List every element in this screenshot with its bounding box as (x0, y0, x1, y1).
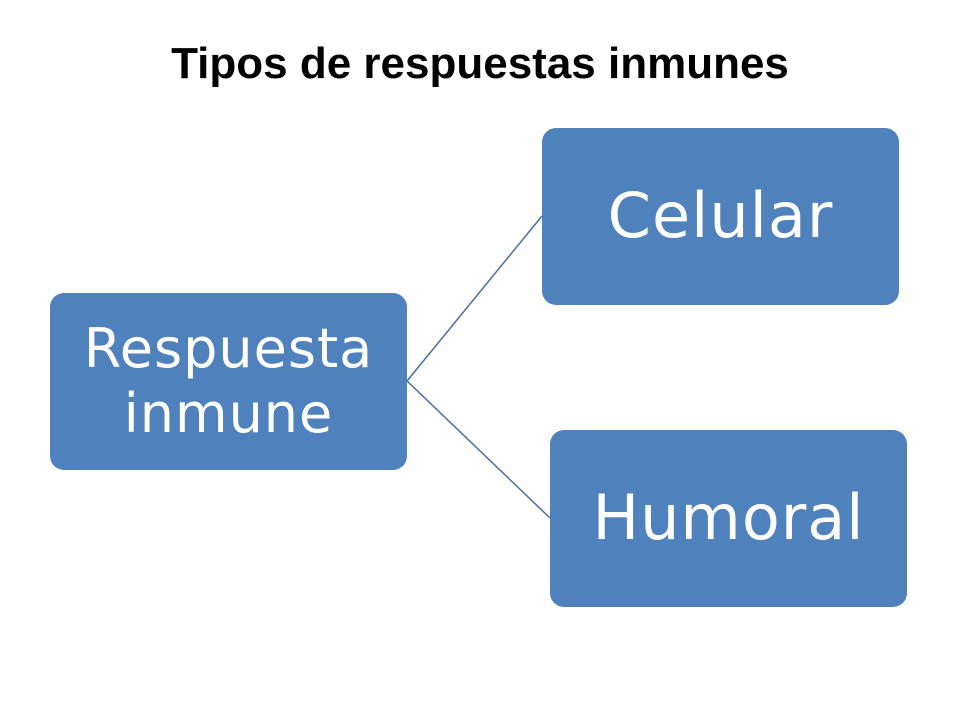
child-node-humoral-label: Humoral (592, 481, 865, 555)
child-node-humoral: Humoral (550, 430, 907, 607)
root-node: Respuesta inmune (50, 293, 407, 470)
child-node-celular-label: Celular (607, 179, 834, 253)
root-node-label: Respuesta inmune (83, 316, 374, 445)
slide-title: Tipos de respuestas inmunes (171, 39, 789, 88)
connector-root-to-humoral (406, 380, 551, 519)
connector-root-to-celular (406, 215, 543, 382)
child-node-celular: Celular (542, 128, 899, 305)
